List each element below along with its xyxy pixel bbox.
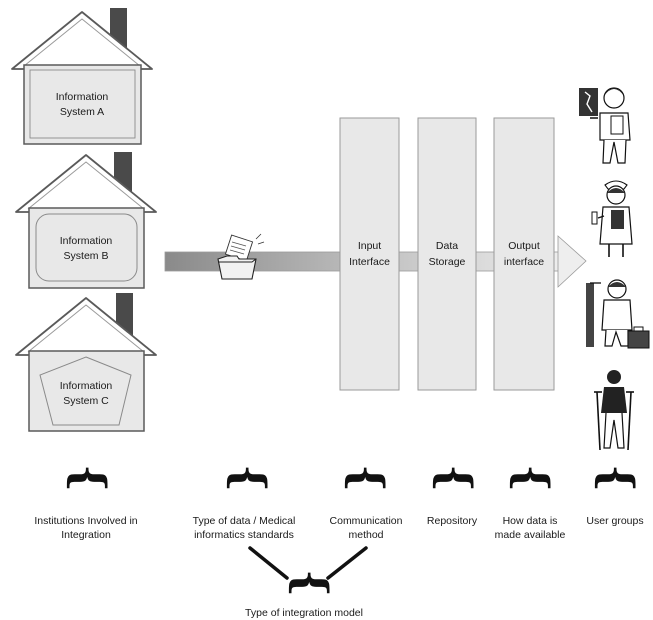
caption-user-groups: User groups [586, 515, 643, 527]
svg-text:{: { [506, 464, 557, 492]
brace-communication: { [341, 464, 392, 492]
caption-institutions-line2: Integration [61, 529, 111, 541]
caption-availability-line1: How data is [503, 515, 558, 527]
house-system-c: Information System C [15, 293, 157, 432]
nurse-icon [591, 180, 633, 257]
brace-data-type: { [223, 464, 274, 492]
house-system-a: Information System A [11, 8, 153, 145]
doctor-xray-icon [579, 87, 631, 164]
column-label-line2: interface [504, 256, 544, 268]
svg-text:{: { [223, 464, 274, 492]
caption-repository: Repository [427, 515, 478, 527]
house-label-line2: System B [64, 250, 109, 262]
column-label-line1: Input [358, 240, 381, 252]
house-label-line2: System C [63, 395, 109, 407]
svg-text:{: { [341, 464, 392, 492]
caption-availability-line2: made available [495, 529, 566, 541]
caption-data-type-line2: informatics standards [194, 529, 294, 541]
patient-crutches-icon [594, 370, 634, 451]
column-input-interface: Input Interface [339, 117, 400, 391]
column-label-line2: Interface [349, 256, 390, 268]
caption-communication-line2: method [348, 529, 383, 541]
svg-text:{: { [285, 569, 336, 597]
house-label-line2: System A [60, 106, 104, 118]
caption-integration-model: Type of integration model [245, 607, 363, 619]
brace-repository: { [429, 464, 480, 492]
svg-text:{: { [429, 464, 480, 492]
svg-text:{: { [63, 464, 114, 492]
column-label-line1: Output [508, 240, 540, 252]
brace-availability: { [506, 464, 557, 492]
folder-documents-icon [217, 233, 265, 280]
column-data-storage: Data Storage [417, 117, 477, 391]
house-label-line1: Information [56, 91, 109, 103]
brace-user-groups: { [591, 464, 642, 492]
column-output-interface: Output interface [493, 117, 555, 391]
medic-stretcher-icon [586, 279, 650, 349]
caption-communication-line1: Communication [330, 515, 403, 527]
house-system-b: Information System B [15, 152, 157, 289]
house-label-line1: Information [60, 380, 113, 392]
brace-institutions: { [63, 464, 114, 492]
column-label-line1: Data [436, 240, 458, 252]
caption-institutions-line1: Institutions Involved in [34, 515, 137, 527]
house-label-line1: Information [60, 235, 113, 247]
column-label-line2: Storage [429, 256, 466, 268]
caption-data-type-line1: Type of data / Medical [193, 515, 296, 527]
brace-integration-model: { [248, 546, 368, 597]
svg-text:{: { [591, 464, 642, 492]
